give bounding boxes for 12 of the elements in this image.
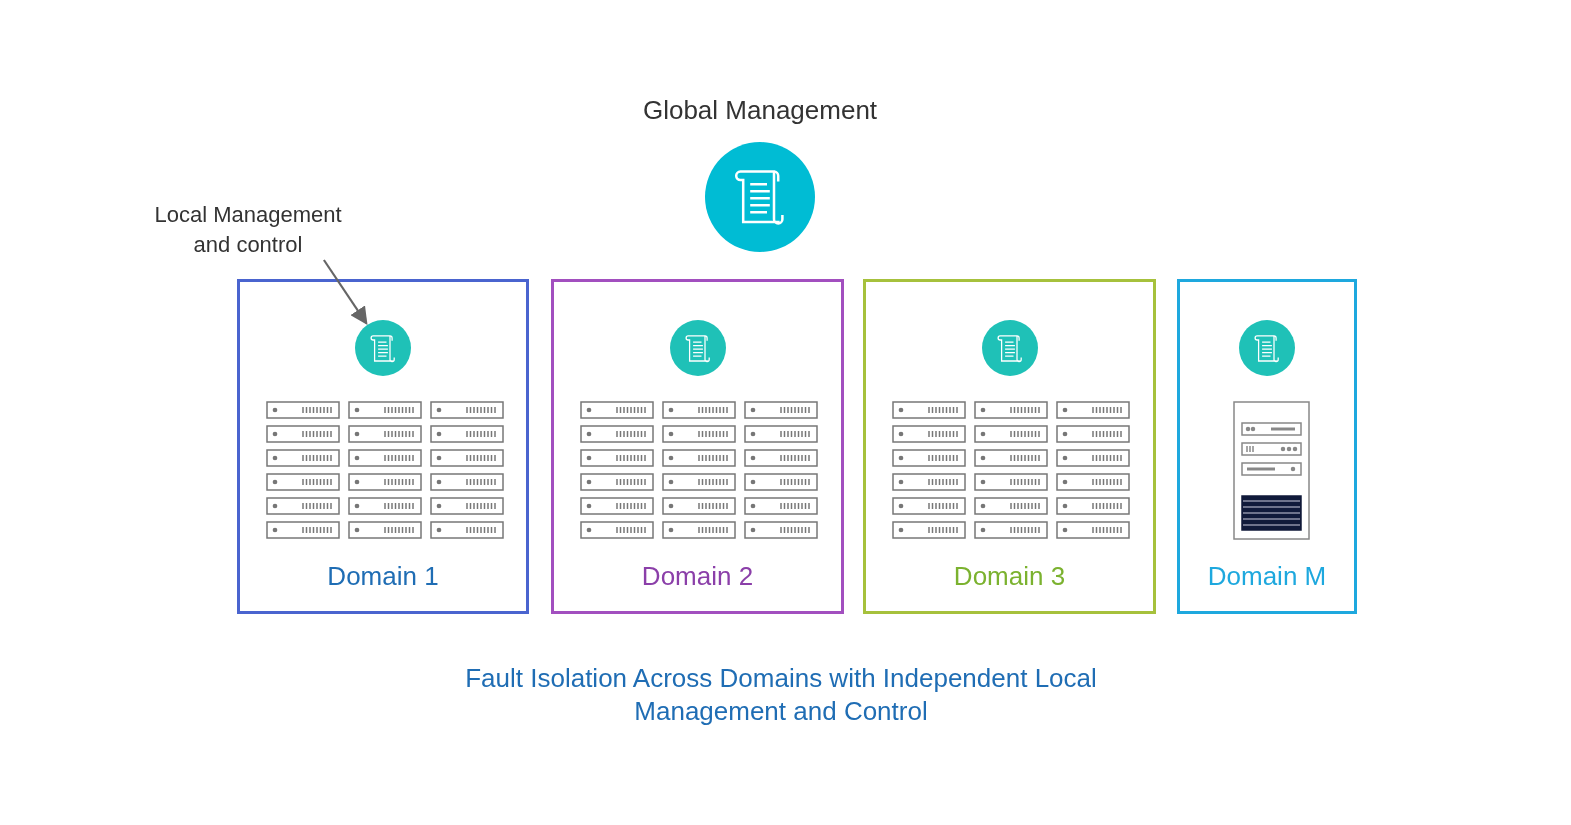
domain-box xyxy=(551,279,844,614)
heading-text: Global Management xyxy=(642,94,878,127)
caption: Fault Isolation Across Domains with Independent Local Management and Control xyxy=(464,662,1098,728)
domain-label: Domain 1 xyxy=(327,560,439,592)
domain-box xyxy=(1177,279,1357,614)
domain-label: Domain 3 xyxy=(953,560,1066,592)
domain-label: Domain 2 xyxy=(641,560,754,592)
domain-label: Domain M xyxy=(1207,560,1327,592)
domain-box xyxy=(237,279,529,614)
annotation-text: Local Management and control xyxy=(153,201,343,259)
domain-box xyxy=(863,279,1156,614)
leader-arrow xyxy=(323,259,368,325)
